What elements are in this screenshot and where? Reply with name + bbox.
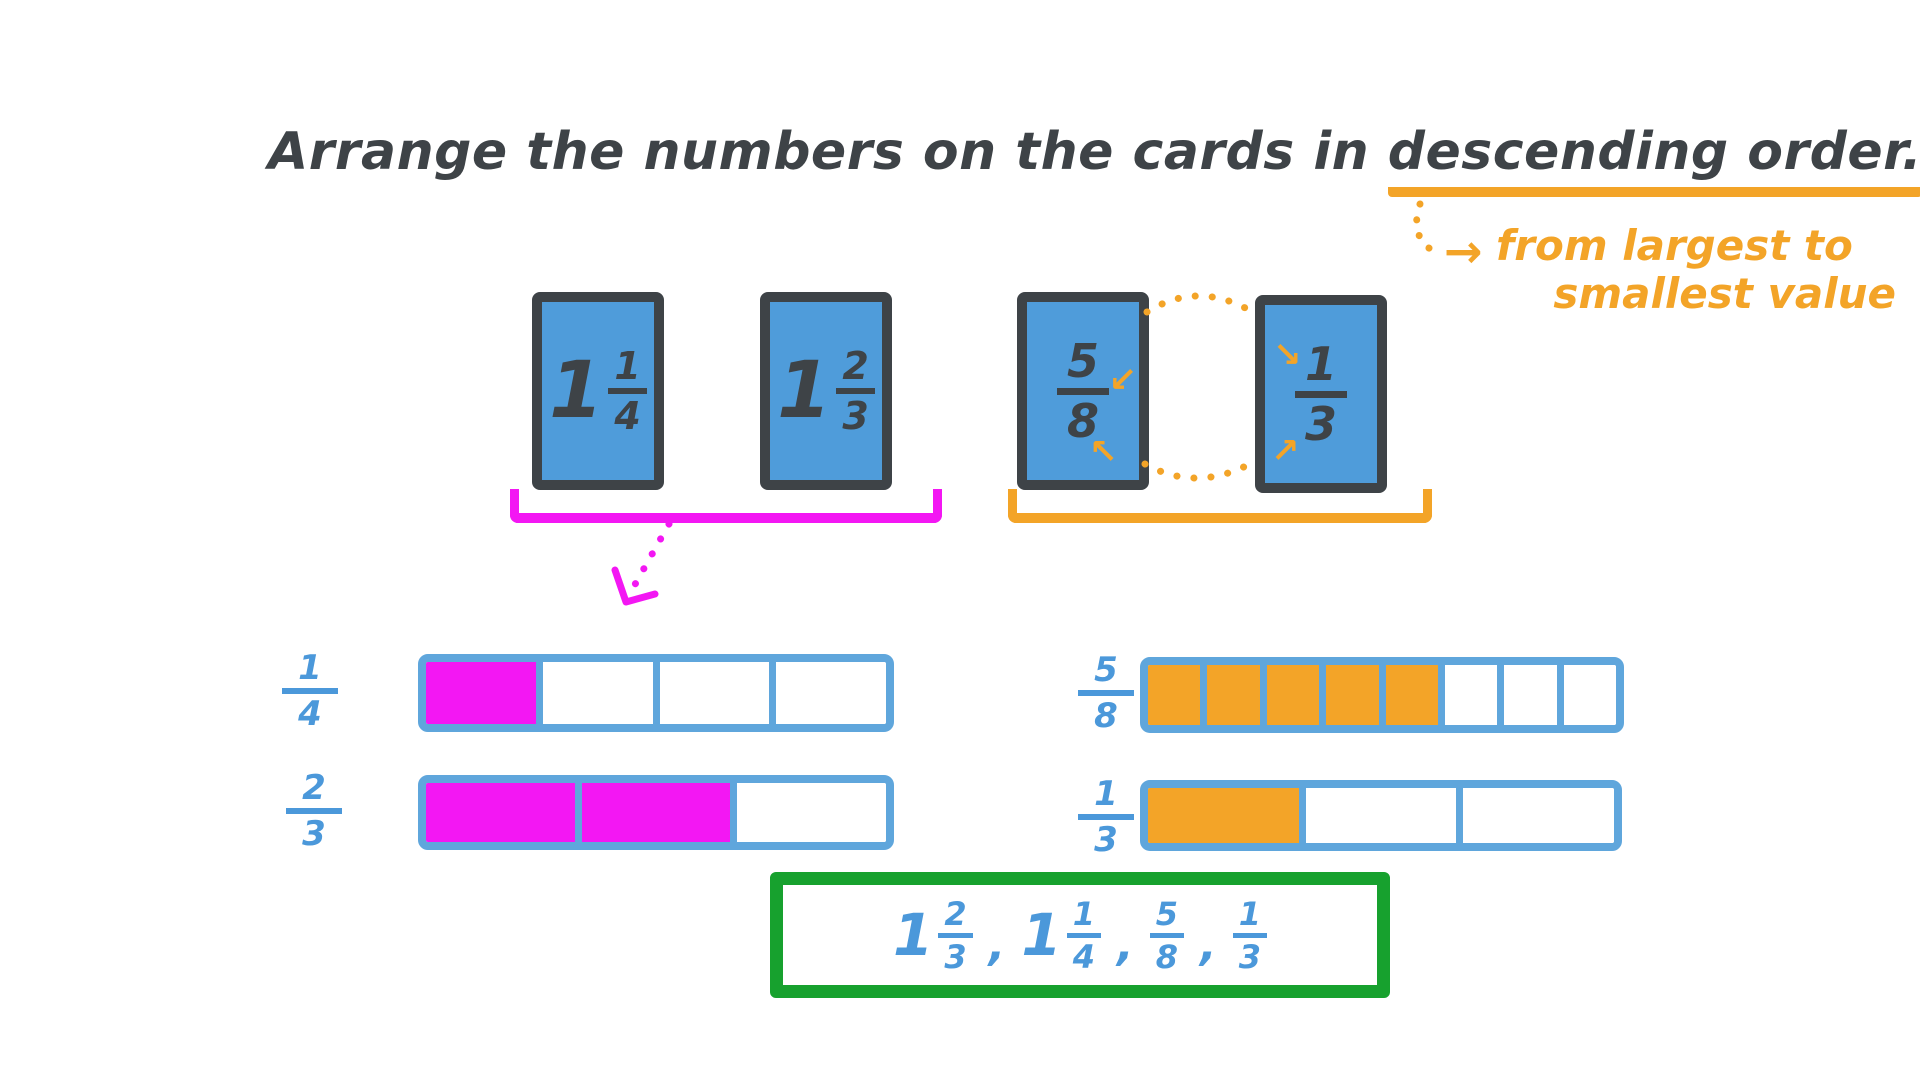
bar-segment-filled <box>426 783 575 842</box>
bar-segment-filled <box>1148 788 1299 843</box>
swap-arrow-icon: ↙ <box>1108 360 1138 400</box>
denominator: 3 <box>944 937 967 976</box>
bar-label-two-thirds: 2 3 <box>286 770 342 852</box>
card-value: 1 2 3 <box>777 346 875 436</box>
fraction: 2 3 <box>836 346 875 438</box>
whole-number: 1 <box>549 346 604 436</box>
note-arrow-icon: → <box>1444 224 1483 278</box>
answer-item: 1 3 <box>1232 897 1267 976</box>
bar-segment-filled <box>574 783 731 842</box>
denominator: 4 <box>298 694 322 734</box>
numerator: 1 <box>1232 897 1267 938</box>
denominator: 8 <box>1155 937 1178 976</box>
whole-number: 1 <box>1021 901 1062 969</box>
group-bracket-proper-fractions <box>1008 489 1432 523</box>
denominator: 3 <box>842 394 869 438</box>
fraction-bar-two-thirds <box>418 775 894 850</box>
bar-segment-empty <box>1298 788 1457 843</box>
whole-number: 1 <box>777 346 832 436</box>
denominator: 3 <box>1094 820 1118 860</box>
fraction: 2 3 <box>938 897 973 976</box>
answer-item: 1 1 4 <box>1021 897 1101 974</box>
fraction-bar-one-third <box>1140 780 1622 851</box>
fraction: 1 4 <box>608 346 647 438</box>
bar-segment-filled <box>1148 665 1201 725</box>
bar-label-one-quarter: 1 4 <box>282 650 338 732</box>
separator: , <box>1199 920 1217 971</box>
note-line2: smallest value <box>1553 269 1896 318</box>
swap-arrow-icon: ↘ <box>1273 335 1302 375</box>
note-line1: from largest to <box>1496 221 1853 270</box>
bar-segment-filled <box>426 662 536 724</box>
card-one-third: 1 3 ↘ ↗ <box>1255 295 1387 493</box>
swap-arrow-icon: ↗ <box>1271 431 1300 471</box>
fraction-bar-one-quarter <box>418 654 894 732</box>
card-value: 5 8 <box>1056 337 1109 448</box>
bar-segment-empty <box>535 662 653 724</box>
numerator: 1 <box>1078 776 1134 820</box>
fraction: 1 3 <box>1294 340 1347 451</box>
bar-segment-filled <box>1200 665 1260 725</box>
numerator: 1 <box>1066 897 1101 938</box>
fraction: 5 8 <box>1149 897 1184 976</box>
denominator: 4 <box>1072 937 1095 976</box>
card-value: 1 3 <box>1294 340 1347 451</box>
denominator: 8 <box>1094 696 1118 736</box>
group-bracket-mixed-numbers <box>510 489 942 523</box>
page-title: Arrange the numbers on the cards in desc… <box>268 122 1920 197</box>
bar-segment-empty <box>1437 665 1498 725</box>
fraction: 1 3 <box>1232 897 1267 976</box>
bar-segment-empty <box>1497 665 1557 725</box>
numerator: 2 <box>286 770 342 814</box>
numerator: 1 <box>1294 340 1347 398</box>
bar-segment-empty <box>652 662 770 724</box>
numerator: 2 <box>938 897 973 938</box>
numerator: 5 <box>1078 652 1134 696</box>
denominator: 3 <box>1238 937 1261 976</box>
bar-segment-empty <box>769 662 886 724</box>
denominator: 4 <box>614 394 641 438</box>
bar-segment-empty <box>1556 665 1616 725</box>
numerator: 1 <box>608 346 647 394</box>
bar-segment-filled <box>1259 665 1320 725</box>
numerator: 1 <box>282 650 338 694</box>
bar-segment-empty <box>1456 788 1614 843</box>
fraction-bar-five-eighths <box>1140 657 1624 733</box>
card-value: 1 1 4 <box>549 346 647 436</box>
bar-segment-empty <box>730 783 886 842</box>
numerator: 5 <box>1149 897 1184 938</box>
answer-item: 5 8 <box>1149 897 1184 976</box>
bracket-dotted-arrow <box>611 520 673 606</box>
bar-segment-filled <box>1378 665 1438 725</box>
numerator: 5 <box>1056 337 1109 395</box>
fraction: 5 8 <box>1056 337 1109 448</box>
denominator: 8 <box>1066 394 1099 448</box>
swap-dotted-arcs <box>1141 292 1263 482</box>
separator: , <box>1117 920 1134 971</box>
bar-segment-filled <box>1319 665 1379 725</box>
title-text: Arrange the numbers on the cards in <box>268 122 1388 182</box>
swap-arrow-icon: ↖ <box>1089 432 1118 472</box>
denominator: 3 <box>302 814 326 854</box>
bar-label-five-eighths: 5 8 <box>1078 652 1134 734</box>
card-five-eighths: 5 8 ↙ ↖ <box>1017 292 1149 490</box>
answer-item: 1 2 3 <box>893 897 973 974</box>
note-connector-dotted-arc <box>1413 200 1443 258</box>
card-one-and-one-quarter: 1 1 4 <box>532 292 664 490</box>
whole-number: 1 <box>893 901 934 969</box>
bar-label-one-third: 1 3 <box>1078 776 1134 858</box>
denominator: 3 <box>1304 397 1337 451</box>
title-underlined-phrase: descending order. <box>1387 122 1920 197</box>
note-largest-to-smallest: from largest to smallest value <box>1496 222 1896 318</box>
fraction: 1 4 <box>1066 897 1101 976</box>
card-one-and-two-thirds: 1 2 3 <box>760 292 892 490</box>
separator: , <box>988 920 1006 971</box>
numerator: 2 <box>836 346 875 394</box>
answer-box: 1 2 3 , 1 1 4 , 5 8 , 1 3 <box>770 872 1390 998</box>
